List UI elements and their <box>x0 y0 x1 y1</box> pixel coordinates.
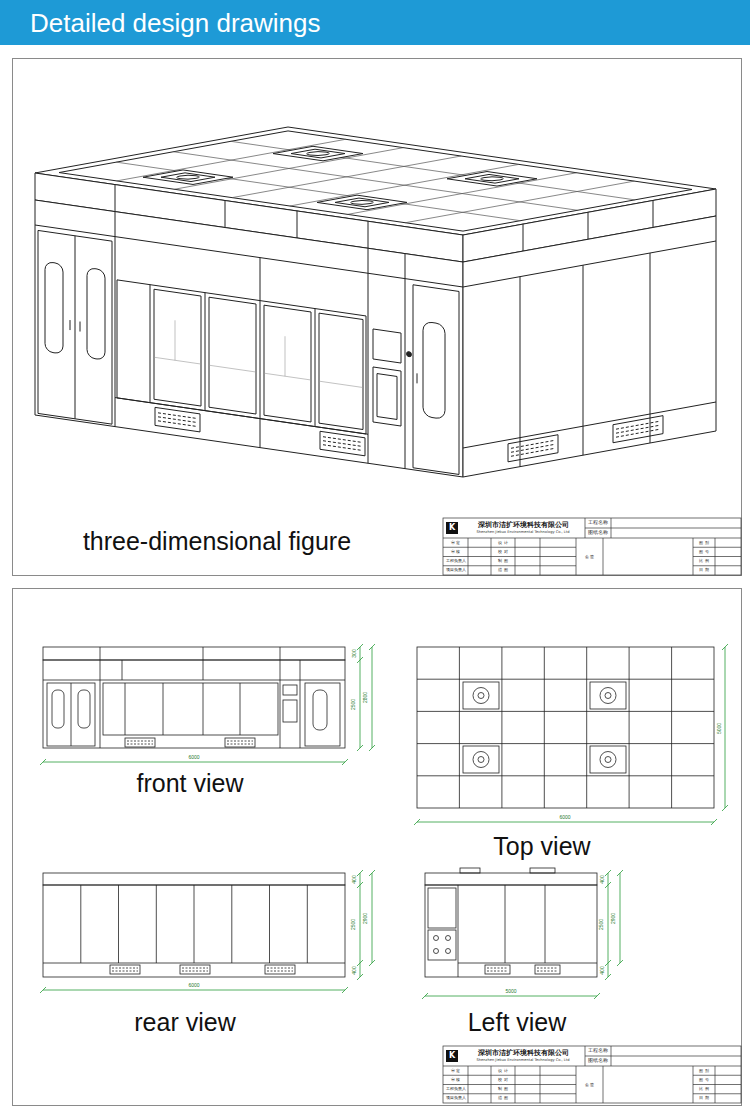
title-block-cell: 图 别 <box>699 1069 708 1073</box>
title-block-cell: 比 例 <box>699 1087 708 1091</box>
company-name: 深圳市洁扩环境科技有限公司 <box>478 522 569 529</box>
dimension-value: 2500 <box>352 698 357 709</box>
title-block-cell: 日 期 <box>699 568 708 572</box>
title-block-cell: 项目负责人 <box>446 568 466 572</box>
title-block-cell: 会 签 <box>585 555 594 559</box>
title-block: K 深圳市洁扩环境科技有限公司 Shenzhen Jiekuo Environmen… <box>443 1046 741 1103</box>
title-block-cell: 工程名称 <box>588 1049 608 1054</box>
title-block-cell: 设 计 <box>498 1069 507 1073</box>
page-title: Detailed design drawings <box>30 10 321 36</box>
title-block-cell: 描 图 <box>498 1096 507 1100</box>
dimension-value: 5000 <box>505 989 516 994</box>
view-caption: front view <box>137 771 244 796</box>
dimension-value: 400 <box>352 966 357 974</box>
dimension-value: 6000 <box>188 983 199 988</box>
dimension-value: 2500 <box>600 918 605 929</box>
title-block-cell: 设 计 <box>498 541 507 545</box>
title-block-cell: 工程负责人 <box>446 559 466 563</box>
company-logo: K <box>449 1052 455 1060</box>
view-caption: rear view <box>134 1010 235 1035</box>
title-block-cell: 制 图 <box>498 1087 507 1091</box>
title-block-cell: 校 对 <box>498 550 507 554</box>
view-caption: Left view <box>468 1010 567 1035</box>
dimension-value: 2900 <box>612 912 617 923</box>
title-block-cell: 比 例 <box>699 559 708 563</box>
title-block-cell: 日 期 <box>699 1096 708 1100</box>
title-block-cell: 图 号 <box>699 550 708 554</box>
title-block-cell: 校 对 <box>498 1078 507 1082</box>
dimension-value: 2800 <box>364 691 369 702</box>
title-block-cell: 会 签 <box>585 1083 594 1087</box>
title-block-cell: 审 定 <box>451 1069 460 1073</box>
title-block-cell: 工程名称 <box>588 521 608 526</box>
dimension-value: 300 <box>352 649 357 657</box>
title-block-cell: 图 号 <box>699 1078 708 1082</box>
dimension-value: 400 <box>600 875 605 883</box>
dimension-value: 5000 <box>718 722 723 733</box>
title-block-cell: 审 核 <box>451 550 460 554</box>
company-name: Shenzhen Jiekuo Environmental Technology… <box>476 1059 569 1063</box>
dimension-value: 400 <box>600 966 605 974</box>
dimension-value: 400 <box>352 875 357 883</box>
view-caption: three-dimensional figure <box>83 529 351 554</box>
title-block-cell: 审 定 <box>451 541 460 545</box>
title-block-cell: 图纸名称 <box>588 531 608 536</box>
title-block-cell: 制 图 <box>498 559 507 563</box>
company-logo: K <box>449 524 455 532</box>
title-block: K 深圳市洁扩环境科技有限公司 Shenzhen Jiekuo Environmen… <box>443 518 741 575</box>
title-block-cell: 图 别 <box>699 541 708 545</box>
dimension-value: 2900 <box>364 912 369 923</box>
title-block-cell: 图纸名称 <box>588 1059 608 1064</box>
title-block-cell: 审 核 <box>451 1078 460 1082</box>
dimension-value: 2500 <box>352 918 357 929</box>
title-block-cell: 工程负责人 <box>446 1087 466 1091</box>
title-block-cell: 描 图 <box>498 568 507 572</box>
dimension-value: 6000 <box>559 815 570 820</box>
company-name: 深圳市洁扩环境科技有限公司 <box>478 1050 569 1057</box>
dimension-value: 6000 <box>188 755 199 760</box>
view-caption: Top view <box>493 834 590 859</box>
company-name: Shenzhen Jiekuo Environmental Technology… <box>476 531 569 535</box>
title-block-cell: 项目负责人 <box>446 1096 466 1100</box>
